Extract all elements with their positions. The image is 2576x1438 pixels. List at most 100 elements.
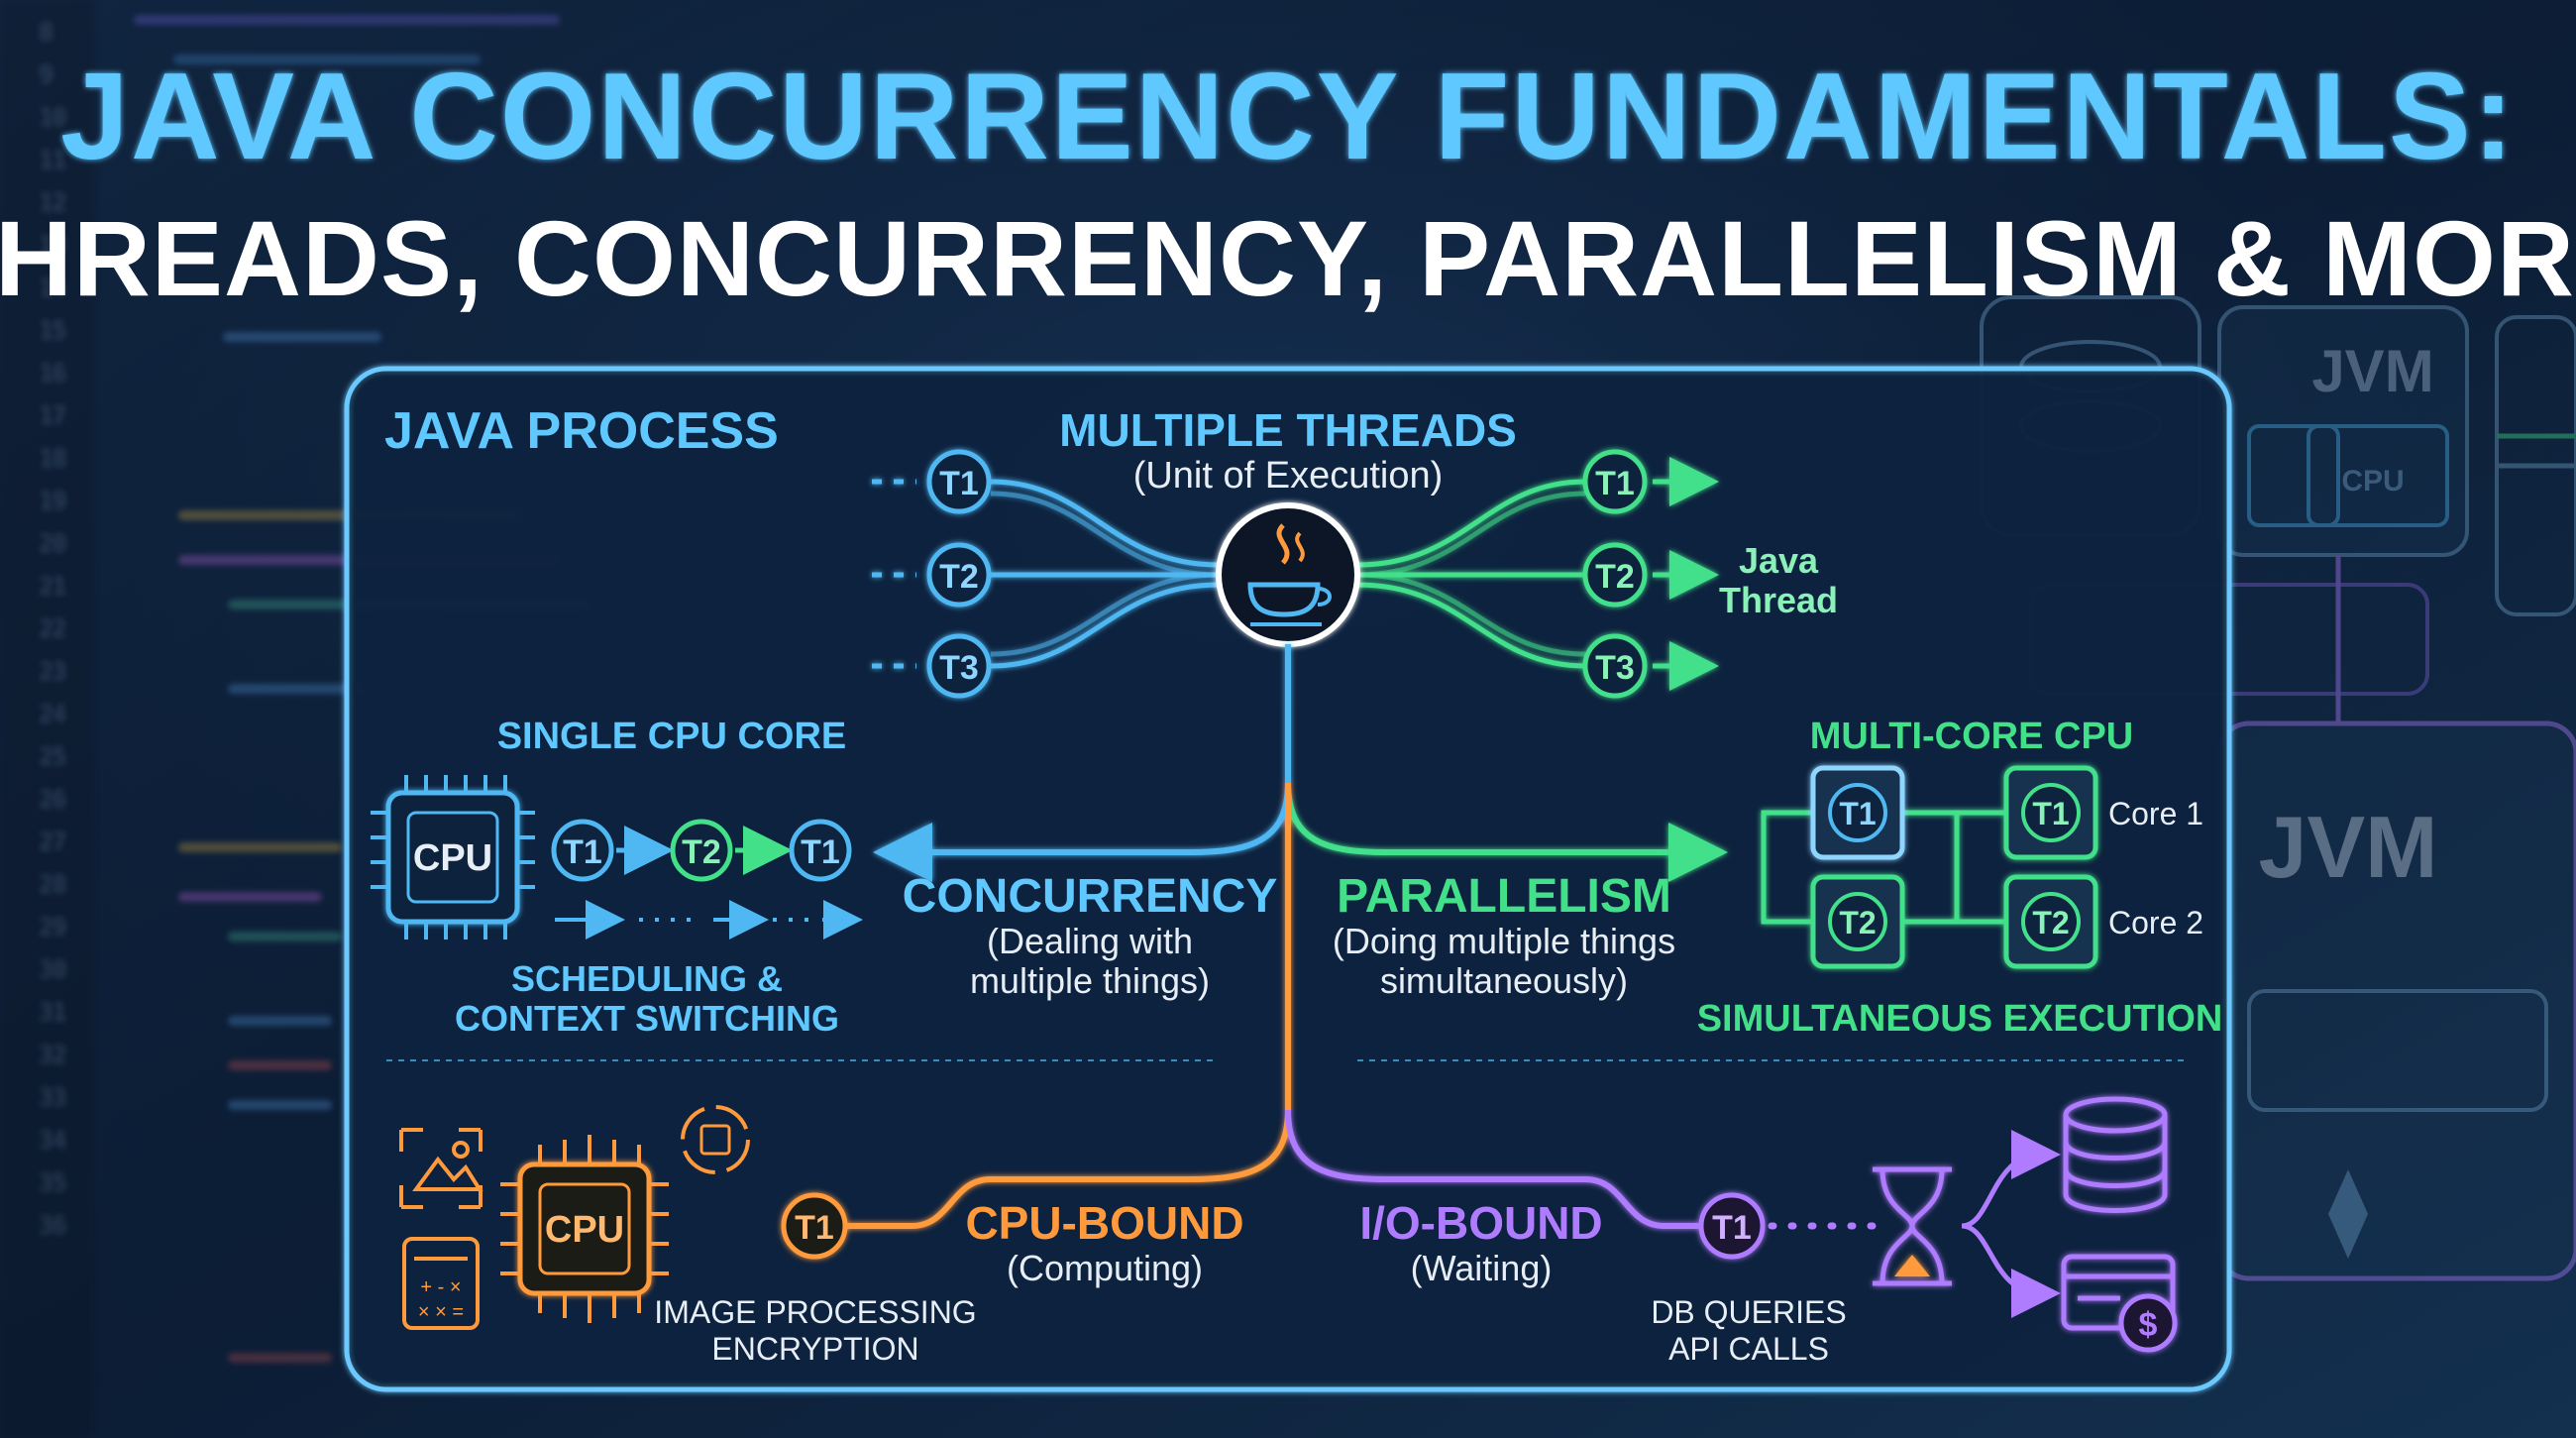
core-2-label: Core 2 xyxy=(2108,905,2203,940)
io-bound-desc: (Waiting) xyxy=(1411,1248,1553,1288)
editor-line-number: 14 xyxy=(40,277,66,301)
editor-line-number: 33 xyxy=(40,1086,66,1111)
title-line-2: THREADS, CONCURRENCY, PARALLELISM & MORE xyxy=(0,198,2576,318)
payment-card-icon: $ xyxy=(2061,1254,2178,1353)
recycle-chip-icon xyxy=(681,1105,750,1174)
background-code-editor: 8910111213141516171819202122232425262728… xyxy=(0,0,590,1438)
io-bound-title: I/O-BOUND xyxy=(1359,1197,1602,1249)
trunk-lines xyxy=(842,644,1728,1229)
parallelism-desc-2: simultaneously) xyxy=(1380,960,1628,1001)
right-thread-label: T2 xyxy=(1595,558,1635,596)
right-thread-t1: T1 xyxy=(1582,449,1648,514)
concurrency-title: CONCURRENCY xyxy=(903,870,1278,923)
left-thread-paths xyxy=(872,479,1220,669)
io-branch-arrows xyxy=(1961,1130,2061,1318)
editor-line-number: 23 xyxy=(40,660,66,685)
editor-line-number: 24 xyxy=(40,703,66,727)
io-bound-thread-label: T1 xyxy=(1712,1209,1752,1247)
editor-line-number: 15 xyxy=(40,319,66,344)
hourglass-icon xyxy=(1873,1166,1952,1286)
editor-line-number: 13 xyxy=(40,234,66,259)
svg-text:+ - ×: + - × xyxy=(420,1276,461,1298)
core-box-t2-b: T2 xyxy=(2003,874,2098,969)
svg-text:× × =: × × = xyxy=(418,1301,464,1323)
io-bound-example-2: API CALLS xyxy=(1668,1331,1829,1367)
image-processing-icon xyxy=(399,1128,483,1209)
background-jvm-label-big: JVM xyxy=(2259,798,2438,896)
editor-line-number: 32 xyxy=(40,1044,66,1068)
left-thread-label: T1 xyxy=(939,465,979,502)
single-core-sequence: T1 T2 T1 xyxy=(551,819,863,940)
single-core-caption-2: CONTEXT SWITCHING xyxy=(455,998,839,1039)
single-cpu-chip: CPU xyxy=(371,775,535,940)
editor-line-number: 31 xyxy=(40,1001,66,1026)
multi-core-caption: SIMULTANEOUS EXECUTION xyxy=(1697,998,2223,1040)
left-thread-label: T2 xyxy=(939,558,979,596)
left-thread-t2: T2 xyxy=(926,542,992,608)
core-thread-label: T1 xyxy=(2032,796,2069,831)
right-thread-t3: T3 xyxy=(1582,633,1648,699)
io-bound-thread: T1 xyxy=(1698,1192,1766,1260)
core-thread-label: T2 xyxy=(1839,905,1876,940)
database-icon xyxy=(2063,1096,2168,1213)
editor-line-number: 36 xyxy=(40,1214,66,1239)
editor-line-number: 12 xyxy=(40,191,66,216)
editor-line-number: 9 xyxy=(40,63,53,88)
concurrency-desc-2: multiple things) xyxy=(970,960,1210,1001)
editor-line-number: 18 xyxy=(40,447,66,472)
core-thread-label: T2 xyxy=(2032,905,2069,940)
editor-line-number: 29 xyxy=(40,916,66,940)
single-cpu-label: CPU xyxy=(413,837,492,879)
core-1-label: Core 1 xyxy=(2108,796,2203,831)
java-thread-label-1: Java xyxy=(1739,540,1819,581)
editor-line-number: 8 xyxy=(40,21,53,46)
multi-core-wiring xyxy=(1761,810,2006,925)
editor-line-number: 21 xyxy=(40,575,66,600)
single-core-title: SINGLE CPU CORE xyxy=(497,716,847,757)
core-box-t1-a: T1 xyxy=(1810,765,1905,860)
background-cpu-label: CPU xyxy=(2341,465,2404,498)
cpu-bound-thread: T1 xyxy=(781,1192,848,1260)
editor-line-number: 10 xyxy=(40,106,66,131)
background-jvm-label-top: JVM xyxy=(2311,338,2433,404)
editor-line-number: 25 xyxy=(40,745,66,770)
java-coffee-icon xyxy=(1216,502,1360,647)
parallelism-desc-1: (Doing multiple things xyxy=(1333,921,1675,961)
editor-line-number: 34 xyxy=(40,1129,66,1154)
cpu-bound-chip: CPU xyxy=(500,1135,669,1323)
io-bound-example-1: DB QUERIES xyxy=(1651,1294,1846,1330)
cpu-bound-title: CPU-BOUND xyxy=(965,1197,1243,1249)
right-thread-label: T3 xyxy=(1595,649,1635,687)
left-thread-label: T3 xyxy=(939,649,979,687)
sequence-thread: T1 xyxy=(563,833,602,871)
cpu-bound-desc: (Computing) xyxy=(1007,1248,1203,1288)
right-thread-paths xyxy=(1356,457,1719,691)
editor-line-number: 11 xyxy=(40,149,66,173)
java-thread-label-2: Thread xyxy=(1719,580,1838,620)
cpu-bound-example-2: ENCRYPTION xyxy=(711,1331,918,1367)
sequence-thread: T2 xyxy=(682,833,721,871)
java-process-label: JAVA PROCESS xyxy=(384,402,779,460)
editor-line-number: 16 xyxy=(40,362,66,387)
single-core-caption-1: SCHEDULING & xyxy=(511,958,783,999)
svg-text:$: $ xyxy=(2139,1306,2158,1344)
multi-core-title: MULTI-CORE CPU xyxy=(1810,716,2134,757)
core-thread-label: T1 xyxy=(1839,796,1876,831)
background-jvm-architecture: JVM CPU JVM xyxy=(1980,295,2576,1281)
editor-line-number: 20 xyxy=(40,532,66,557)
threads-title: MULTIPLE THREADS xyxy=(1059,404,1517,456)
cpu-bound-example-1: IMAGE PROCESSING xyxy=(654,1294,976,1330)
editor-line-number: 28 xyxy=(40,873,66,898)
editor-line-number: 26 xyxy=(40,788,66,813)
cpu-bound-chip-label: CPU xyxy=(545,1209,624,1251)
editor-line-number: 17 xyxy=(40,404,66,429)
core-box-t2-a: T2 xyxy=(1810,874,1905,969)
editor-line-number: 35 xyxy=(40,1171,66,1196)
parallelism-title: PARALLELISM xyxy=(1337,870,1671,923)
left-thread-t1: T1 xyxy=(926,449,992,514)
title-line-1: JAVA CONCURRENCY FUNDAMENTALS: xyxy=(60,49,2516,185)
right-thread-t2: T2 xyxy=(1582,542,1648,608)
concurrency-desc-1: (Dealing with xyxy=(987,921,1193,961)
